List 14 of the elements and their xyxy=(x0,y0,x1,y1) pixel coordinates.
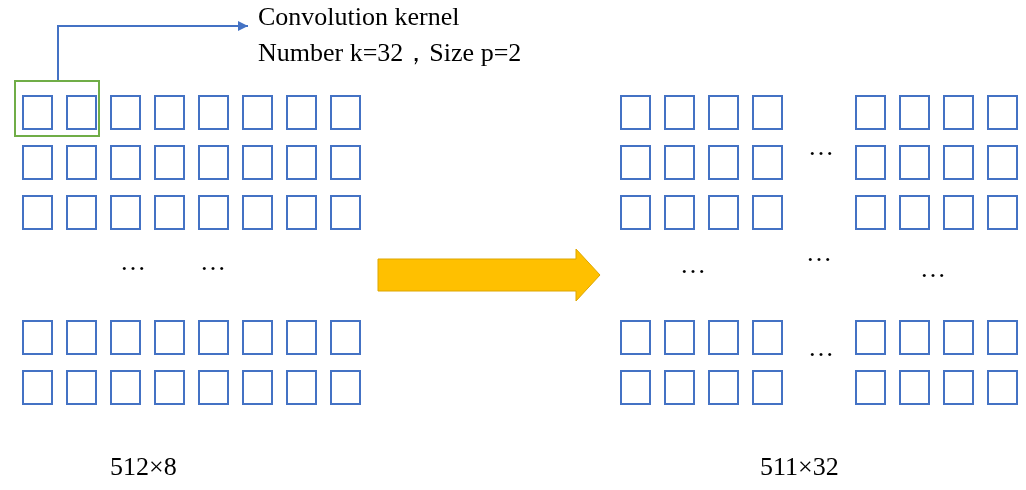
ellipsis-text: … xyxy=(920,254,946,284)
ellipsis-text: … xyxy=(680,250,706,280)
ellipsis-text: … xyxy=(808,333,834,363)
callout-text: Number k=32，Size p=2 xyxy=(258,38,522,68)
ellipsis-text: … xyxy=(120,247,146,277)
kernel-window xyxy=(14,80,100,137)
ellipsis-text: … xyxy=(200,247,226,277)
arrow xyxy=(57,21,249,81)
ellipsis-text: … xyxy=(808,132,834,162)
ellipsis-text: … xyxy=(806,238,832,268)
block-arrow xyxy=(377,248,601,302)
callout-title: Convolution kernel xyxy=(258,2,460,32)
dimension-label: 511×32 xyxy=(760,452,839,482)
dimension-label: 512×8 xyxy=(110,452,177,482)
